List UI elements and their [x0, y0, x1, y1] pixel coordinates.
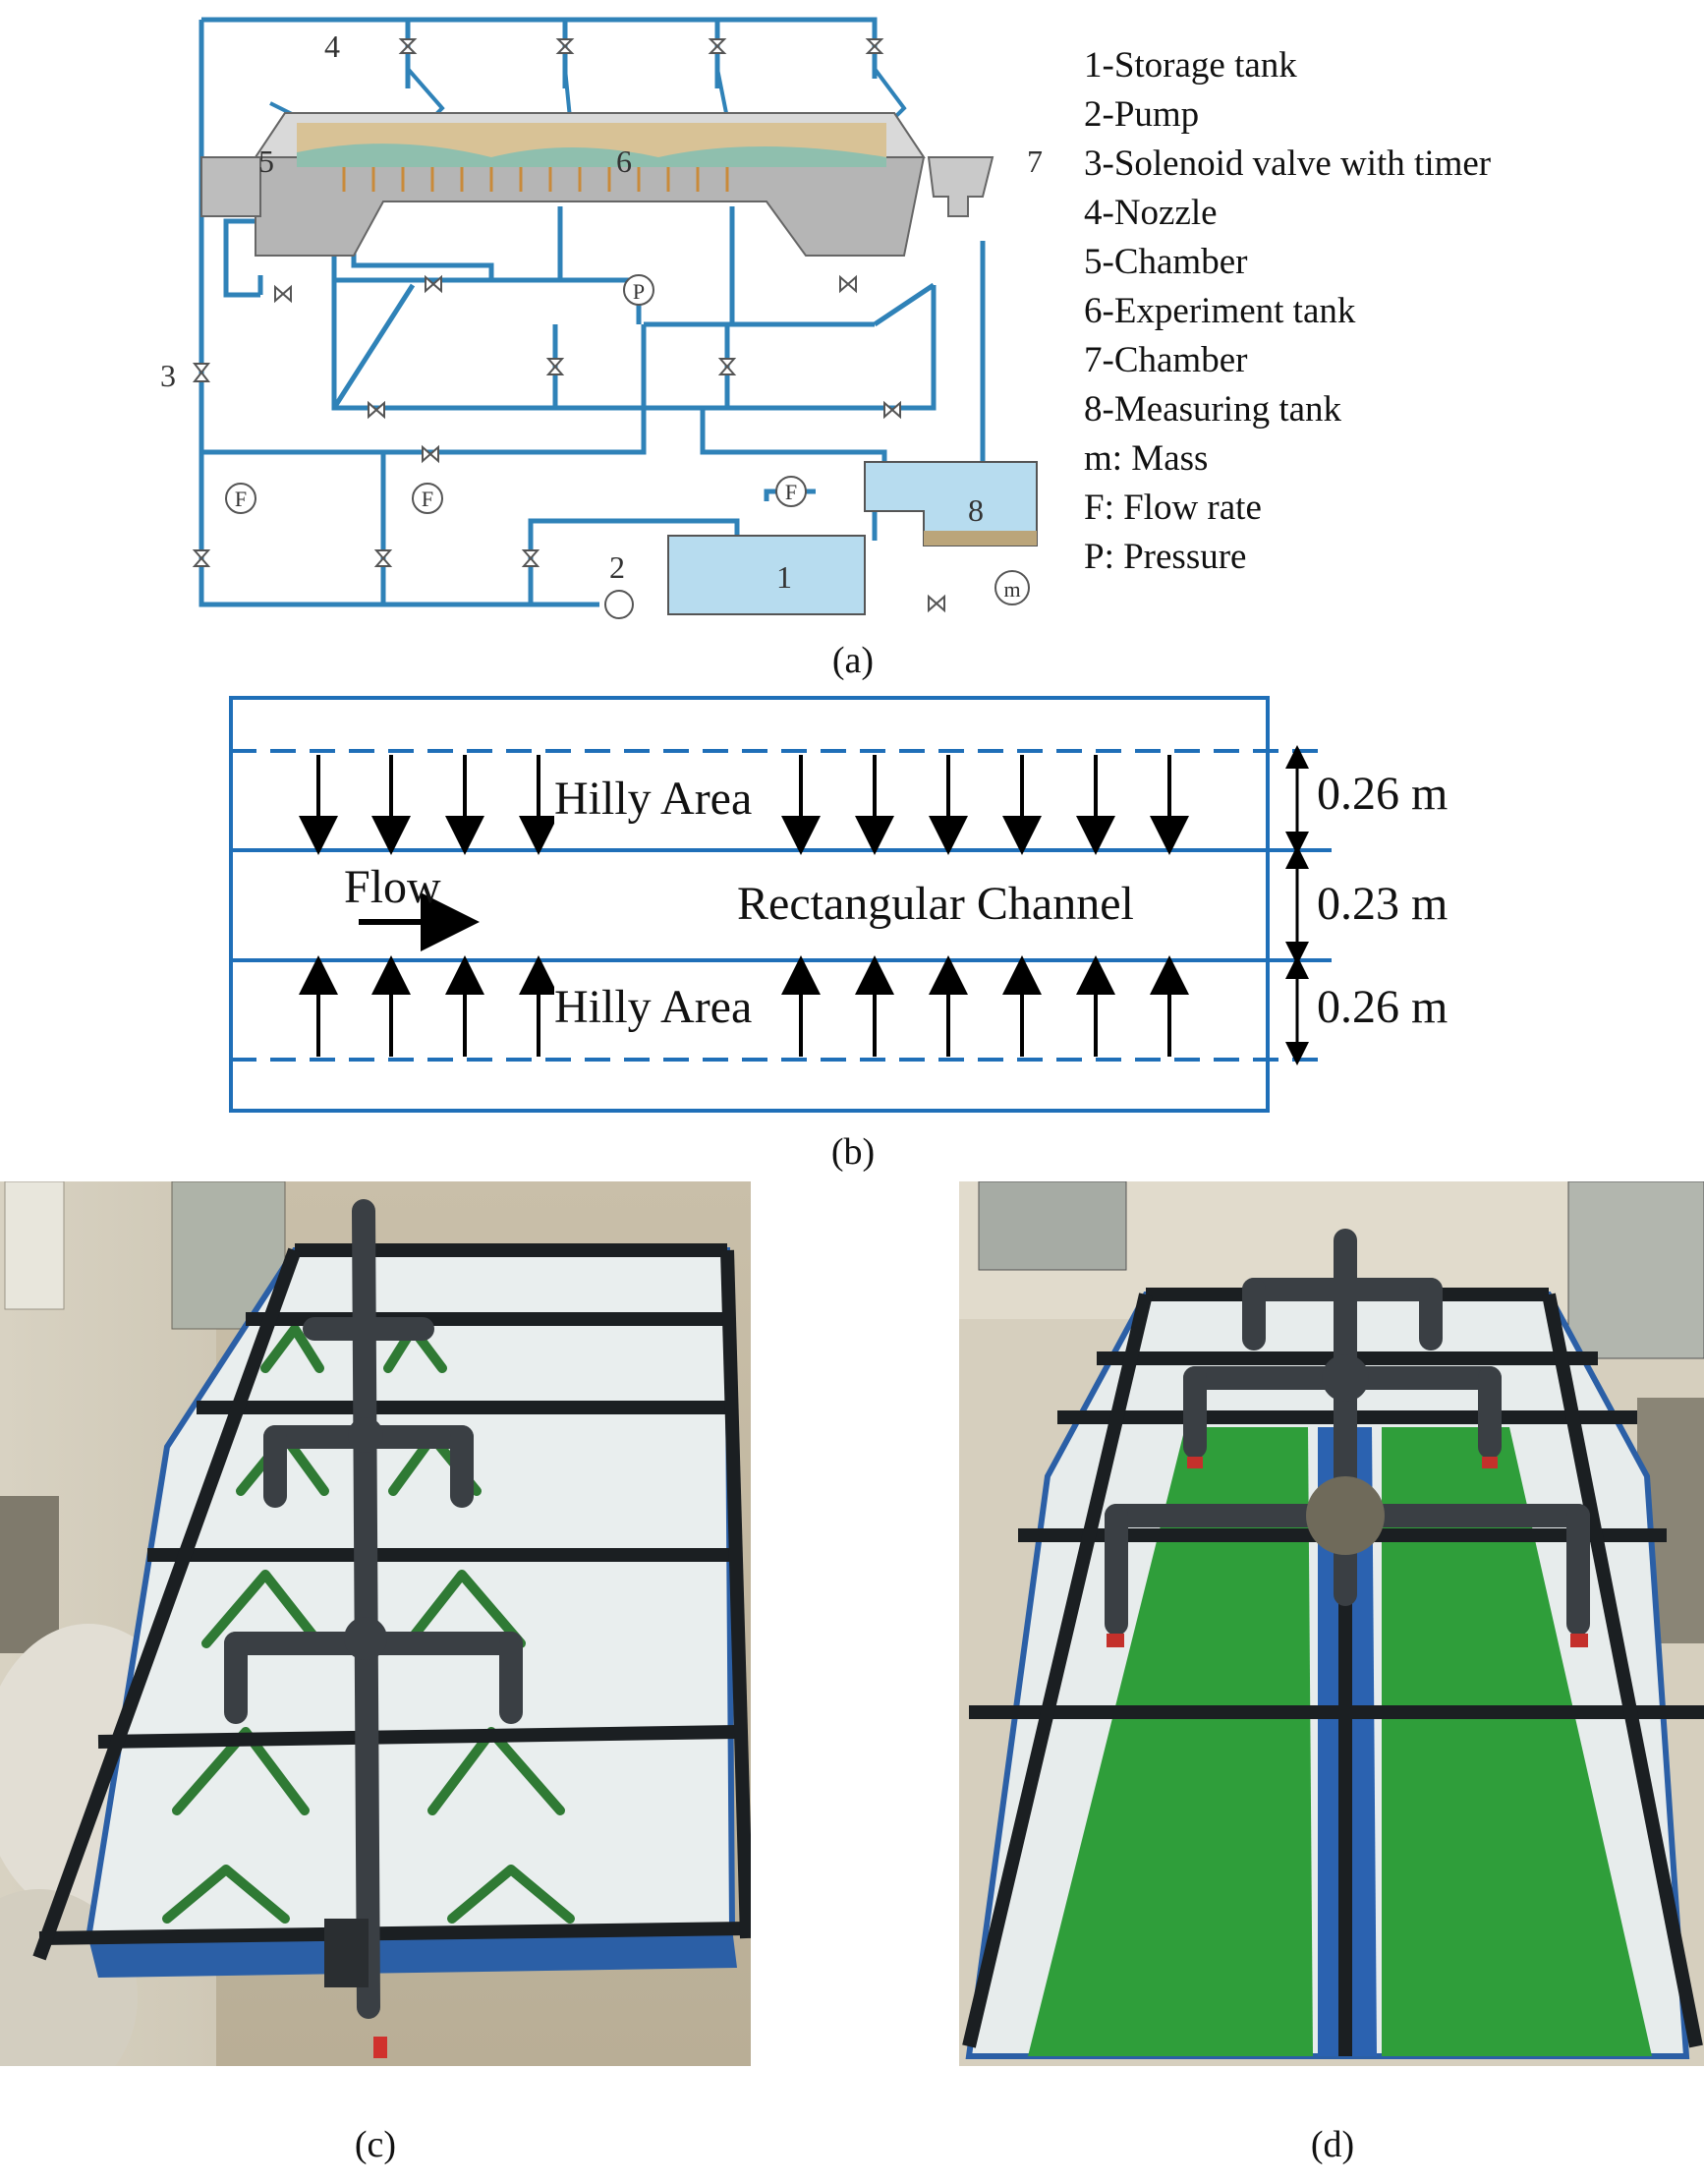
legend-item: 4-Nozzle	[1084, 193, 1218, 233]
hilly-area-bottom-label: Hilly Area	[554, 980, 753, 1034]
legend-item: 2-Pump	[1084, 94, 1200, 135]
caption-b: (b)	[830, 1131, 876, 1173]
panel-a: P F F F m 1 2 3 4 5 6 7 8 1-Storage tank…	[0, 0, 1704, 688]
grass-right	[1382, 1427, 1652, 2056]
chamber-7	[927, 156, 994, 217]
panel-b: Hilly Area Hilly Area Flow Rectangular C…	[0, 688, 1704, 1179]
label-1: 1	[776, 559, 792, 595]
hilly-area-top-label: Hilly Area	[554, 772, 753, 826]
storage-tank	[667, 535, 866, 615]
outer-boundary	[229, 696, 1270, 1113]
label-7: 7	[1027, 144, 1043, 179]
flow-symbol-1: F	[235, 487, 247, 511]
dimension-bottom: 0.26 m	[1317, 981, 1448, 1033]
mass-symbol: m	[1003, 577, 1020, 602]
label-8: 8	[968, 492, 984, 528]
hydraulic-schematic: P F F F m 1 2 3 4 5 6 7 8	[160, 17, 1043, 619]
legend-item: 1-Storage tank	[1084, 45, 1297, 86]
grass-left	[1028, 1427, 1313, 2056]
legend-list: 1-Storage tank 2-Pump 3-Solenoid valve w…	[1084, 41, 1491, 582]
pressure-gauge	[623, 274, 654, 306]
channel-plan-diagram	[229, 696, 1332, 1113]
runoff-arrows-top	[299, 755, 1189, 855]
label-4: 4	[324, 29, 340, 64]
top-header-pipe	[201, 17, 878, 79]
pump	[604, 590, 634, 619]
label-2: 2	[609, 549, 625, 585]
caption-d: (d)	[1310, 2124, 1355, 2165]
label-3: 3	[160, 358, 176, 393]
legend-item: 7-Chamber	[1084, 340, 1248, 380]
legend-item: 8-Measuring tank	[1084, 389, 1342, 430]
caption-a: (a)	[831, 640, 875, 681]
legend-item: 3-Solenoid valve with timer	[1084, 144, 1492, 184]
legend-item: 5-Chamber	[1084, 242, 1248, 282]
label-5: 5	[258, 144, 274, 179]
dimension-top: 0.26 m	[1317, 768, 1448, 820]
runoff-arrows-bottom	[299, 955, 1189, 1057]
legend-item: F: Flow rate	[1084, 488, 1262, 528]
mass-scale	[994, 570, 1030, 605]
flow-symbol-2: F	[422, 487, 433, 511]
pressure-symbol: P	[633, 279, 645, 304]
channel-label: Rectangular Channel	[737, 878, 1134, 930]
chamber-5	[200, 156, 261, 217]
photo-d	[959, 1181, 1704, 2066]
label-6: 6	[616, 144, 632, 179]
legend-item: m: Mass	[1084, 438, 1209, 479]
photo-c	[0, 1181, 751, 2066]
legend-item: P: Pressure	[1084, 537, 1247, 577]
caption-c: (c)	[354, 2124, 397, 2165]
dimension-middle: 0.23 m	[1317, 878, 1448, 930]
legend-item: 6-Experiment tank	[1084, 291, 1356, 331]
tank-glass-c	[85, 1247, 736, 1942]
flow-symbol-3: F	[785, 480, 797, 504]
flow-label: Flow	[344, 861, 441, 913]
